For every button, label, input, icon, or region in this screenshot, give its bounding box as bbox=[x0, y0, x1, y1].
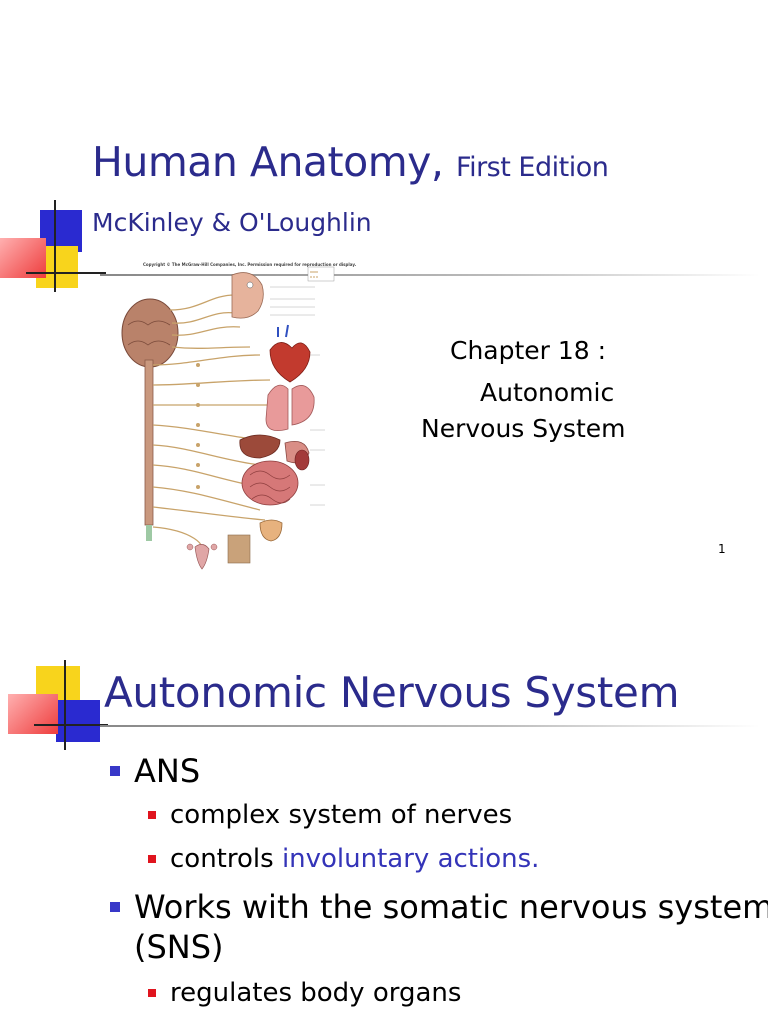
sub-bullet-marker bbox=[148, 811, 156, 819]
edition-label: First Edition bbox=[456, 152, 609, 183]
sub-bullet-marker bbox=[148, 855, 156, 863]
bullet-sns-line2: (SNS) bbox=[134, 928, 224, 966]
title-divider bbox=[100, 725, 760, 727]
bullet-marker bbox=[110, 766, 120, 776]
sub-bullet-controls: controls involuntary actions. bbox=[170, 844, 539, 874]
deck-title: Human Anatomy, First Edition bbox=[92, 138, 609, 186]
chapter-label: Chapter 18 : bbox=[450, 336, 607, 365]
bullet-marker bbox=[110, 902, 120, 912]
content-slide: Autonomic Nervous System ANS complex sys… bbox=[0, 620, 768, 1024]
chapter-topic-line1: Autonomic bbox=[480, 378, 615, 407]
figure-copyright: Copyright © The McGraw-Hill Companies, I… bbox=[143, 262, 357, 267]
title-slide: Human Anatomy, First Edition McKinley & … bbox=[0, 138, 760, 575]
sub-bullet-regulates: regulates body organs bbox=[170, 978, 462, 1008]
sub-bullet-marker bbox=[148, 989, 156, 997]
sub-bullet-nerves: complex system of nerves bbox=[170, 800, 513, 830]
authors: McKinley & O'Loughlin bbox=[92, 208, 372, 237]
bullet-ans: ANS bbox=[134, 752, 201, 790]
involuntary-actions-text: involuntary actions. bbox=[281, 844, 540, 874]
book-title: Human Anatomy, bbox=[92, 138, 444, 186]
slide-title: Autonomic Nervous System bbox=[104, 668, 680, 717]
title-divider bbox=[100, 274, 760, 276]
corner-decoration bbox=[0, 200, 110, 300]
bullet-sns-line1: Works with the somatic nervous system bbox=[134, 888, 768, 926]
corner-decoration bbox=[0, 660, 110, 750]
autonomic-nervous-system-figure bbox=[110, 255, 335, 575]
chapter-topic-line2: Nervous System bbox=[421, 414, 626, 443]
page-number: 1 bbox=[718, 542, 726, 556]
controls-text: controls bbox=[170, 844, 282, 874]
